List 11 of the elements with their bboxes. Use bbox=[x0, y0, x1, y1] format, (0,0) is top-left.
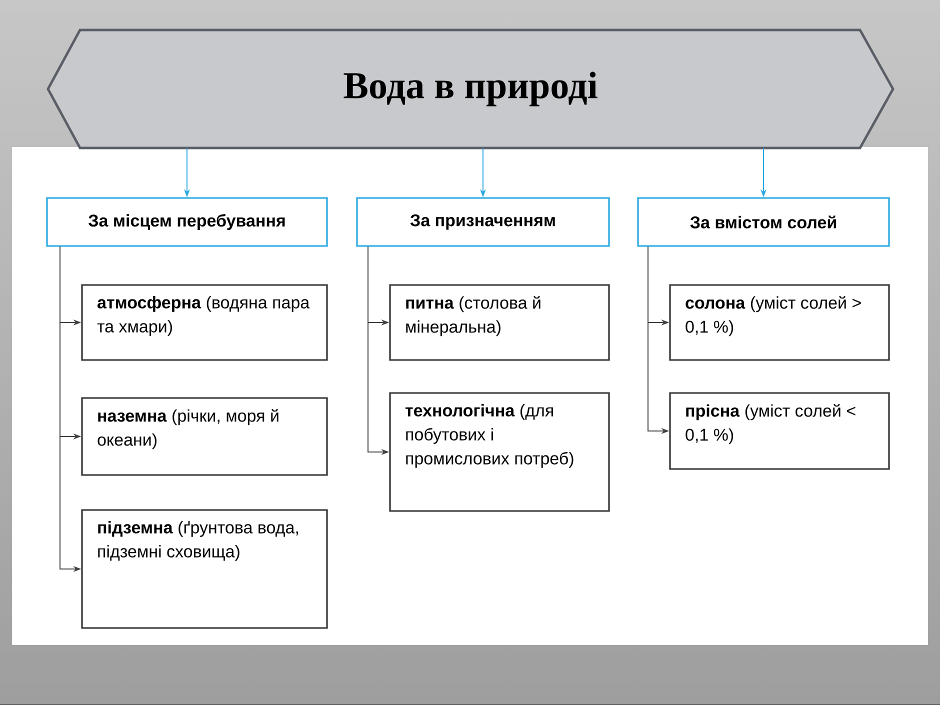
category-box: За призначенням bbox=[356, 197, 610, 247]
type-box: солона (уміст солей > 0,1 %) bbox=[669, 284, 890, 361]
type-box: наземна (річки, моря й океани) bbox=[81, 397, 328, 476]
type-box: прісна (уміст солей < 0,1 %) bbox=[669, 392, 890, 470]
type-box: атмосферна (водяна пара та хмари) bbox=[81, 284, 328, 361]
type-box: питна (столова й мінеральна) bbox=[389, 284, 610, 361]
type-box: технологічна (для побутових і промислових потреб) bbox=[389, 392, 610, 512]
category-box: За вмістом солей bbox=[637, 197, 890, 247]
title-banner: Вода в природі bbox=[46, 28, 894, 150]
type-box: підземна (ґрунтова вода, підземні сховища) bbox=[81, 509, 328, 629]
category-box: За місцем перебування bbox=[46, 197, 328, 247]
